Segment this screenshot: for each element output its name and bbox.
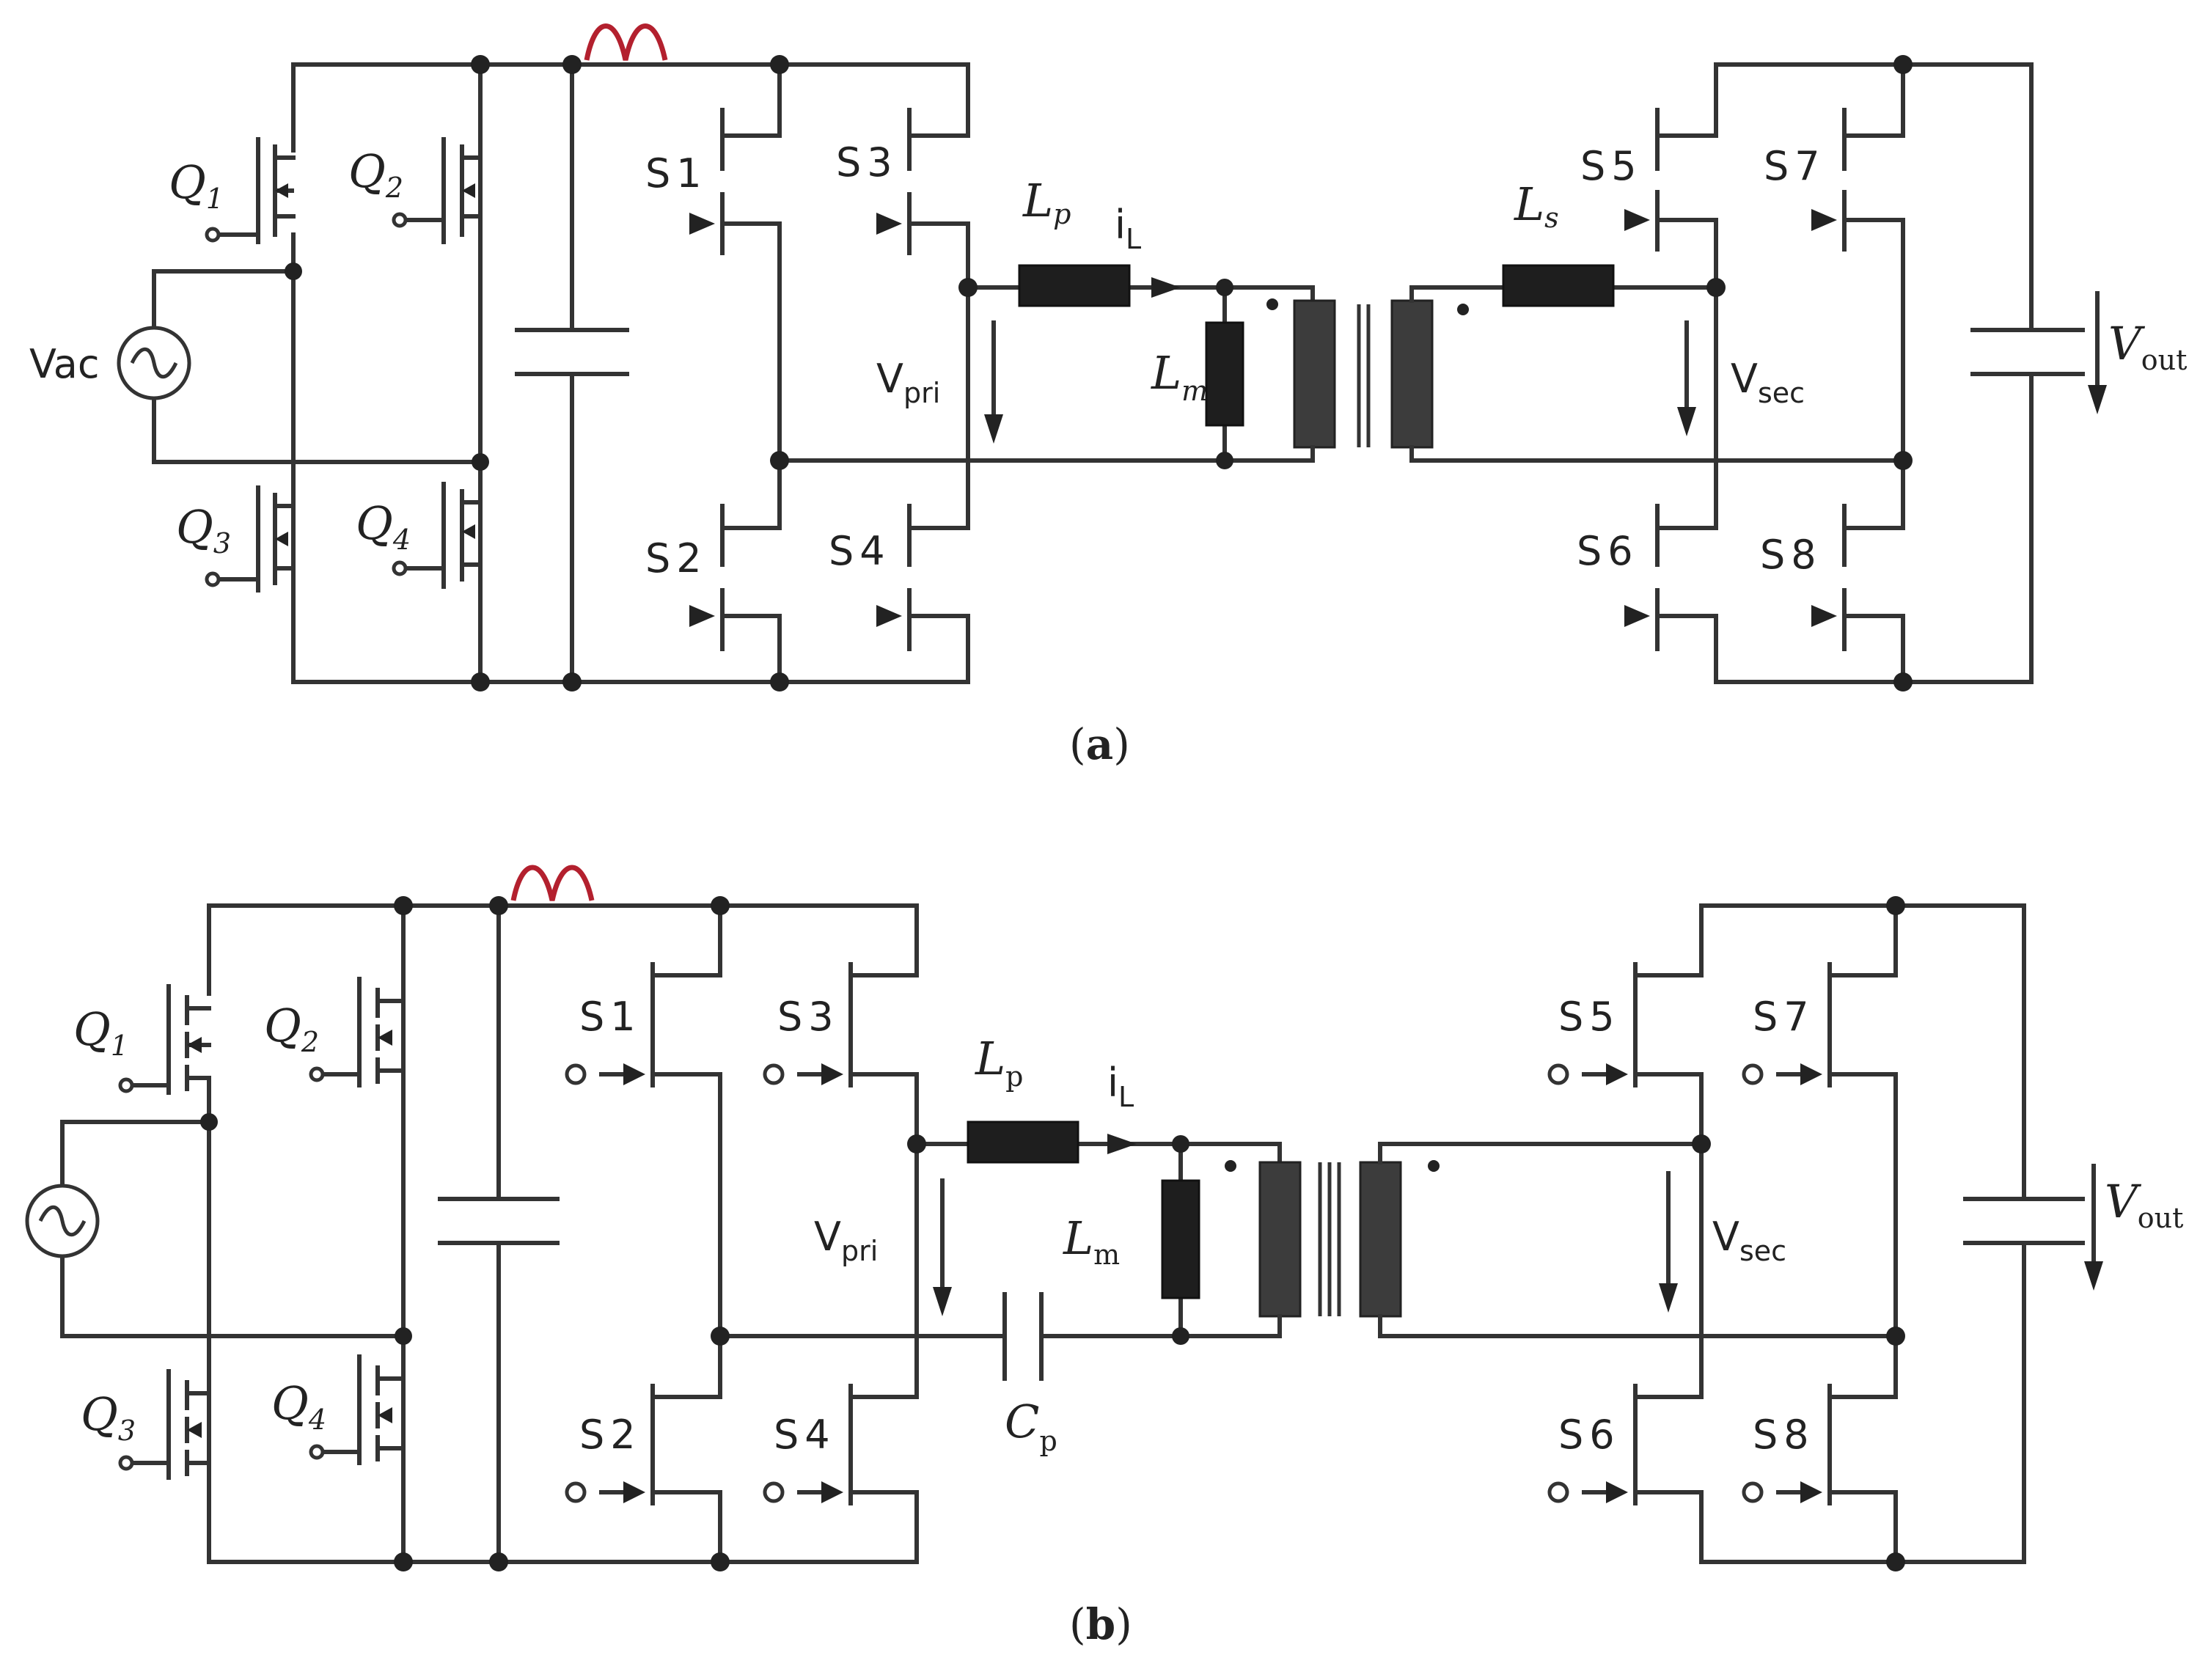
a-ls-inductor — [1502, 264, 1615, 307]
b-lp-label: Lp — [975, 1032, 1024, 1093]
a-q3-label: Q3 — [176, 500, 231, 560]
b-transformer-primary — [1258, 1161, 1302, 1318]
a-ac-source-icon — [117, 326, 191, 400]
a-junctions — [285, 55, 1913, 692]
panel-a: Vac Q1 Q2 Q3 Q4 S1 S2 S3 S4 S5 S6 S7 S8 … — [29, 23, 2187, 769]
a-ripple-icon — [584, 23, 668, 61]
a-q4-label: Q4 — [356, 496, 411, 556]
a-vsec-label: Vsec — [1731, 356, 1805, 409]
a-vpri-label: Vpri — [876, 356, 940, 409]
a-source-wire-top — [152, 269, 296, 329]
b-il-arrow-icon — [1107, 1134, 1137, 1154]
b-vsec-label: Vsec — [1712, 1214, 1786, 1267]
b-q1-label: Q1 — [73, 1002, 128, 1062]
b-source-wire-top — [60, 1120, 211, 1186]
a-lp-inductor — [1018, 264, 1131, 307]
b-source-wire-bottom — [60, 1255, 406, 1338]
b-lm-label: Lm — [1063, 1211, 1120, 1271]
a-lm-inductor — [1205, 321, 1244, 427]
a-q2-label: Q2 — [348, 144, 403, 204]
b-rectifier-mosfets — [118, 977, 406, 1480]
a-rectifier-mosfets — [205, 137, 483, 593]
b-q2-label: Q2 — [264, 999, 319, 1058]
a-lp-label: Lp — [1022, 174, 1071, 230]
b-il-label: iL — [1107, 1060, 1134, 1113]
b-ac-source-icon — [25, 1184, 100, 1258]
a-lm-label: Lm — [1151, 346, 1208, 407]
a-ls-label: Ls — [1514, 177, 1559, 234]
panel-b: Q1 Q2 Q3 Q4 S1 S2 S3 S4 S5 S6 S7 S8 Lp i… — [25, 865, 2183, 1649]
b-ripple-icon — [510, 865, 595, 901]
b-cp-label: Cp — [1005, 1395, 1057, 1457]
a-vout-label: Vout — [2108, 317, 2187, 376]
b-q3-label: Q3 — [81, 1387, 136, 1447]
a-source-wire-bottom — [152, 397, 483, 464]
a-caption: (a) — [1069, 719, 1130, 769]
a-transformer-secondary — [1390, 299, 1434, 449]
b-junctions — [200, 896, 1905, 1571]
b-vpri-label: Vpri — [814, 1214, 878, 1267]
a-vac-label: Vac — [29, 341, 100, 387]
b-lp-inductor — [967, 1120, 1079, 1164]
b-vout-label: Vout — [2105, 1175, 2183, 1234]
a-q1-label: Q1 — [169, 155, 224, 215]
b-transformer-secondary — [1359, 1161, 1402, 1318]
a-il-arrow-icon — [1151, 277, 1181, 298]
a-il-label: iL — [1115, 202, 1141, 255]
a-transformer-primary — [1293, 299, 1336, 449]
b-q4-label: Q4 — [271, 1376, 326, 1436]
b-caption: (b) — [1069, 1599, 1132, 1649]
b-top-rail — [207, 903, 919, 996]
b-lm-inductor — [1161, 1179, 1200, 1299]
a-top-rail-left — [291, 62, 970, 153]
